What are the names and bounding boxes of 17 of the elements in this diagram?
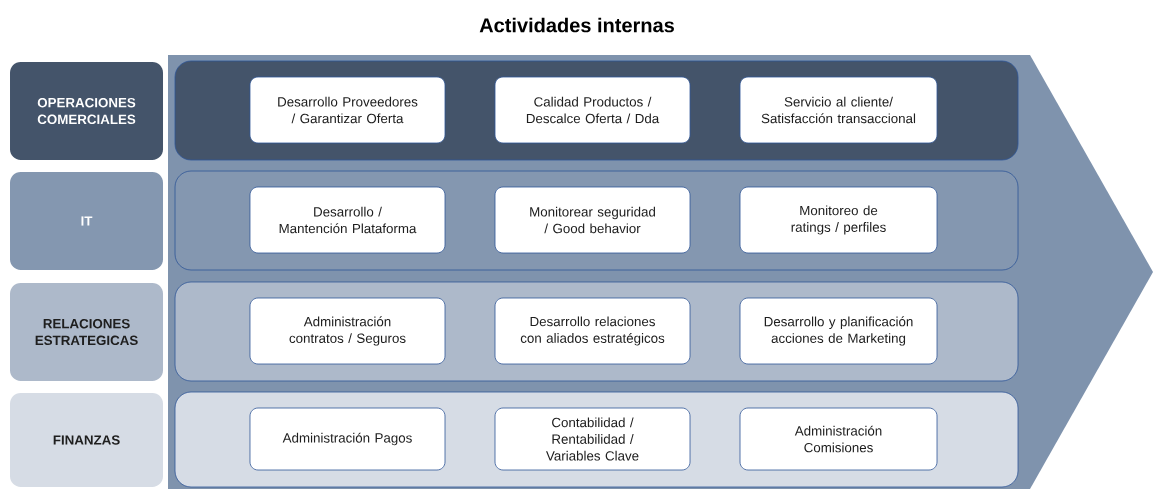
title: Actividades internas xyxy=(479,17,674,33)
row-label-box: OPERACIONES COMERCIALES xyxy=(10,62,163,160)
activity-box: Monitorear seguridad / Good behavior xyxy=(494,186,691,254)
activity-box: Calidad Productos / Descalce Oferta / Dda xyxy=(494,76,691,144)
activity-box: Administración contratos / Seguros xyxy=(249,297,446,365)
activity-box: Administración Comisiones xyxy=(739,407,938,471)
activity-box: Servicio al cliente/ Satisfacción transaccional xyxy=(739,76,938,144)
row-label-box: IT xyxy=(10,172,163,270)
activity-box: Desarrollo relaciones con aliados estratégicos xyxy=(494,297,691,365)
activity-box: Contabilidad / Rentabilidad / Variables Clave xyxy=(494,407,691,471)
activity-box: Administración Pagos xyxy=(249,407,446,471)
activity-box: Desarrollo Proveedores / Garantizar Oferta xyxy=(249,76,446,144)
row-label-box: RELACIONES ESTRATEGICAS xyxy=(10,283,163,381)
activity-box: Monitoreo de ratings / perfiles xyxy=(739,186,938,254)
activity-box: Desarrollo / Mantención Plataforma xyxy=(249,186,446,254)
activity-box: Desarrollo y planificación acciones de Marketing xyxy=(739,297,938,365)
row-label-box: FINANZAS xyxy=(10,393,163,487)
